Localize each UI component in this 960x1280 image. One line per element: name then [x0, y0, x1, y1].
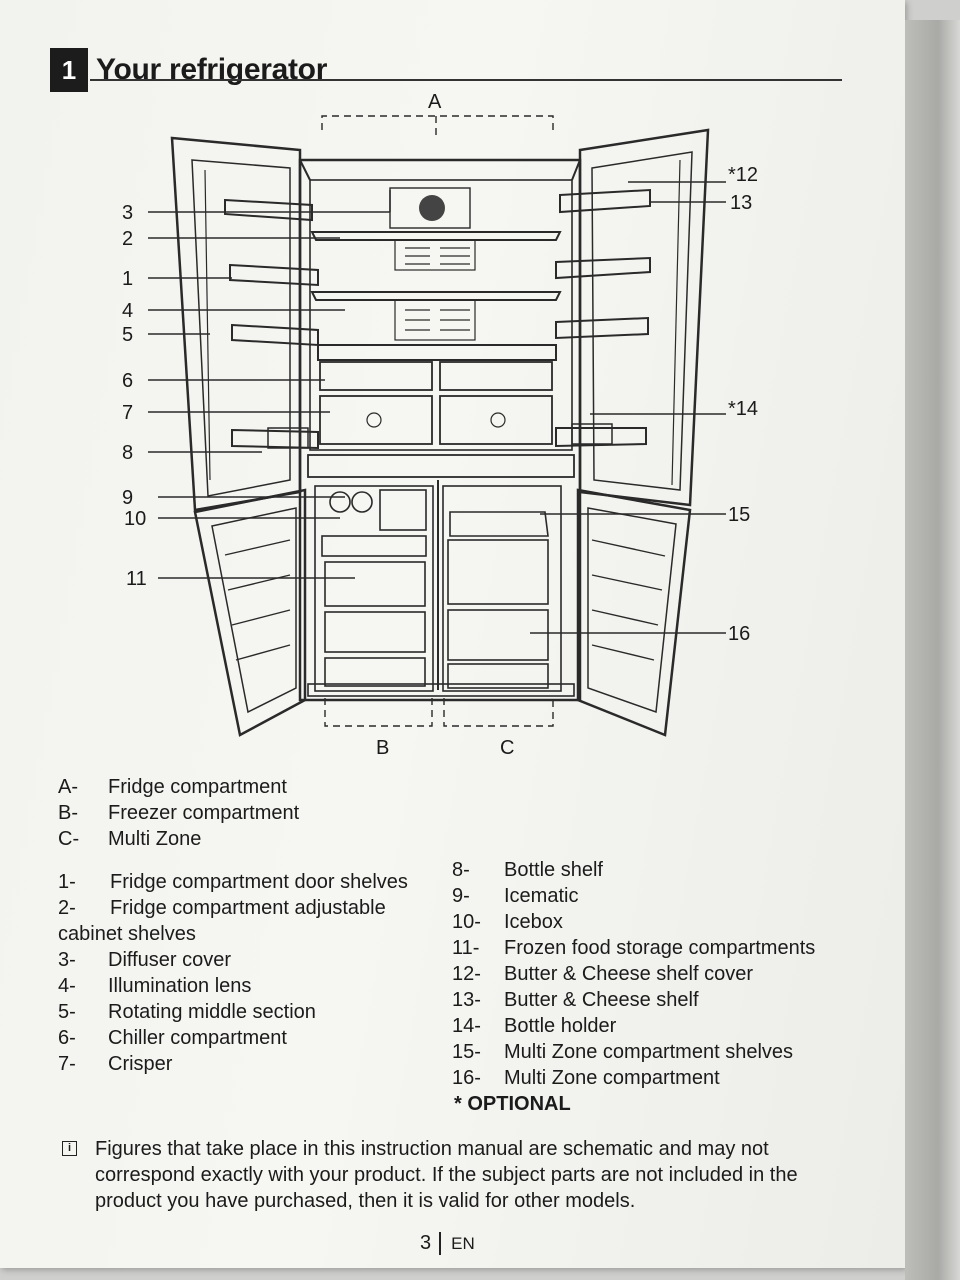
left-freezer-door	[193, 488, 307, 737]
right-freezer-door	[576, 488, 692, 737]
legend-item: 5-Rotating middle section	[58, 1001, 316, 1023]
callout-10: 10	[124, 508, 146, 530]
legend-parts-right: 8-Bottle shelf 9-Icematic 10-Icebox 11-F…	[452, 857, 815, 1117]
section-number: 1	[50, 48, 88, 92]
callout-16: 16	[728, 623, 750, 645]
note-text: Figures that take place in this instruct…	[95, 1138, 798, 1212]
legend-item: 11-Frozen food storage compartments	[452, 937, 816, 959]
legend-item: 6-Chiller compartment	[58, 1027, 287, 1049]
legend-item: C-Multi Zone	[58, 828, 202, 850]
callout-15: 15	[728, 504, 750, 526]
left-fridge-door	[170, 136, 319, 512]
callout-8: 8	[122, 442, 133, 464]
callout-14: *14	[728, 398, 758, 420]
page-edge	[905, 20, 960, 1280]
legend-item: 12-Butter & Cheese shelf cover	[452, 963, 754, 985]
legend-item: 16-Multi Zone compartment	[452, 1067, 720, 1089]
callout-1: 1	[122, 268, 133, 290]
legend-item: 9-Icematic	[452, 885, 579, 907]
title-rule	[90, 79, 842, 81]
legend-item: 3-Diffuser cover	[58, 949, 232, 971]
legend-item: 1-Fridge compartment door shelves	[58, 871, 408, 893]
legend-item: 10-Icebox	[452, 911, 563, 933]
callout-4: 4	[122, 300, 133, 322]
callout-9: 9	[122, 487, 133, 509]
label-c: C	[500, 737, 514, 759]
leader-lines-right	[530, 181, 726, 634]
dashed-zone-b	[324, 698, 554, 727]
legend-compartments: A-Fridge compartment B-Freezer compartme…	[58, 774, 299, 852]
callout-13: 13	[730, 192, 752, 214]
legend-item: 14-Bottle holder	[452, 1015, 617, 1037]
page-footer: 3 EN	[420, 1232, 475, 1255]
language-code: EN	[451, 1233, 475, 1253]
info-icon: i	[62, 1141, 77, 1156]
dashed-zone-a	[321, 115, 554, 140]
label-b: B	[376, 737, 389, 759]
callout-12: *12	[728, 164, 758, 186]
legend-item: 2-Fridge compartment adjustable	[58, 897, 386, 919]
legend-item: 7-Crisper	[58, 1053, 173, 1075]
manual-page: 1 Your refrigerator	[0, 0, 905, 1268]
refrigerator-diagram: A B C 3 2 1 4 5 6 7 8 9 10 11 *12 13 *14…	[122, 91, 758, 759]
callout-6: 6	[122, 370, 133, 392]
legend-item-continuation: cabinet shelves	[58, 923, 196, 945]
legend-item: 15-Multi Zone compartment shelves	[452, 1041, 794, 1063]
leader-lines-left	[148, 190, 391, 579]
legend-item: B-Freezer compartment	[58, 802, 300, 824]
schematic-note: i Figures that take place in this instru…	[62, 1136, 822, 1214]
right-fridge-door	[555, 128, 710, 507]
callout-3: 3	[122, 202, 133, 224]
cabinet-body	[298, 158, 582, 702]
legend-item: A-Fridge compartment	[58, 776, 287, 798]
optional-note: * OPTIONAL	[454, 1093, 571, 1115]
page-number: 3	[420, 1232, 442, 1255]
callout-2: 2	[122, 228, 133, 250]
label-a: A	[428, 91, 442, 113]
callout-5: 5	[122, 324, 133, 346]
legend-parts-left: 1-Fridge compartment door shelves 2-Frid…	[58, 869, 408, 1077]
callout-7: 7	[122, 402, 133, 424]
legend-item: 4-Illumination lens	[58, 975, 252, 997]
callout-11: 11	[126, 568, 147, 590]
legend-item: 13-Butter & Cheese shelf	[452, 989, 699, 1011]
legend-item: 8-Bottle shelf	[452, 859, 603, 881]
